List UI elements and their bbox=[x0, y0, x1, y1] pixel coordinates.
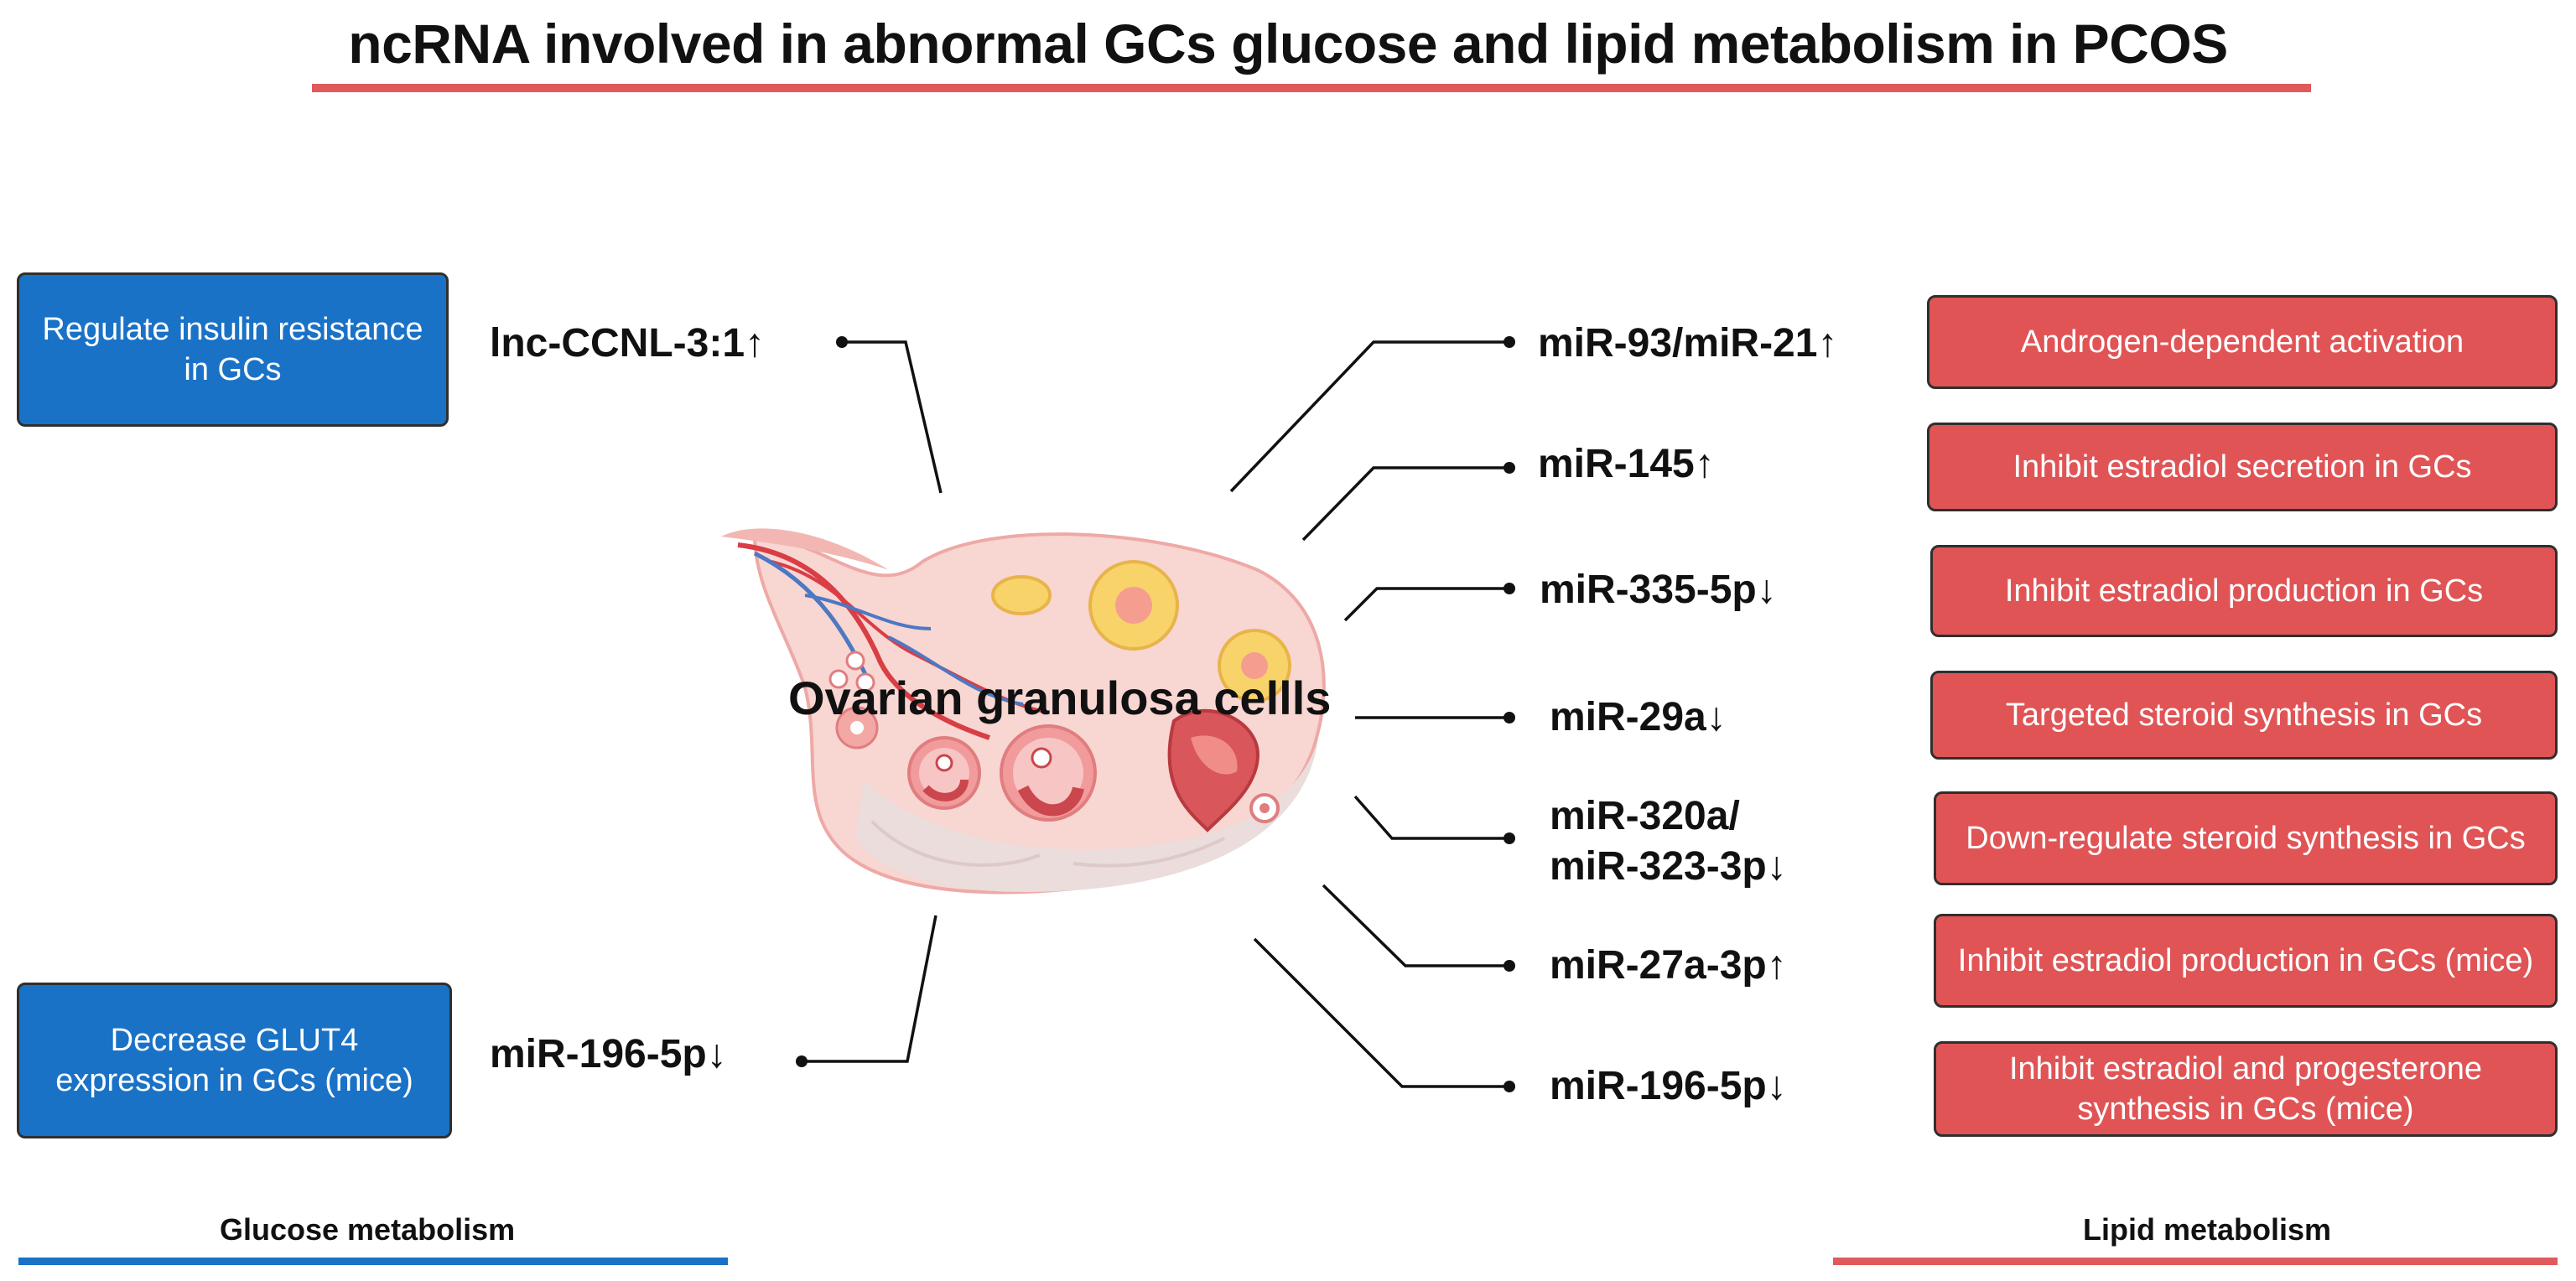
footer-glucose-metabolism: Glucose metabolism bbox=[220, 1212, 516, 1247]
connector-left-bottom bbox=[802, 915, 937, 1063]
ovary-illustration bbox=[721, 528, 1326, 895]
connector-right-2 bbox=[1301, 466, 1509, 542]
box-inhibit-estradiol-secretion: Inhibit estradiol secretion in GCs bbox=[1927, 423, 2558, 511]
connector-dot bbox=[1504, 712, 1515, 723]
connector-left-top bbox=[842, 340, 943, 494]
label-lnc-ccnl-3-1: lnc-CCNL-3:1↑ bbox=[490, 321, 766, 366]
connector-dot bbox=[1504, 583, 1515, 594]
connector-right-5 bbox=[1353, 795, 1509, 840]
box-inhibit-estradiol-progesterone: Inhibit estradiol and progesterone synth… bbox=[1934, 1041, 2558, 1137]
label-mir-145: miR-145↑ bbox=[1538, 442, 1715, 486]
label-mir-335-5p: miR-335-5p↓ bbox=[1540, 568, 1777, 612]
corpus-luteum-large bbox=[1088, 560, 1179, 651]
box-androgen-dependent-activation: Androgen-dependent activation bbox=[1927, 295, 2558, 389]
box-targeted-steroid-synthesis: Targeted steroid synthesis in GCs bbox=[1930, 671, 2558, 760]
connector-right-6 bbox=[1322, 884, 1509, 967]
corpus-luteum-right bbox=[1218, 629, 1291, 703]
label-mir-27a-3p: miR-27a-3p↑ bbox=[1550, 943, 1787, 988]
antral-follicle bbox=[907, 736, 981, 810]
connector-right-1 bbox=[1229, 340, 1509, 493]
lipid-underline bbox=[1833, 1258, 2558, 1265]
box-inhibit-estradiol-production-mice: Inhibit estradiol production in GCs (mic… bbox=[1934, 914, 2558, 1008]
box-regulate-insulin-resistance: Regulate insulin resistance in GCs bbox=[17, 272, 449, 427]
connector-dot bbox=[1504, 960, 1515, 972]
glucose-underline bbox=[18, 1258, 728, 1265]
box-decrease-glut4: Decrease GLUT4 expression in GCs (mice) bbox=[17, 983, 452, 1138]
ovulating-follicle bbox=[1167, 708, 1280, 832]
connector-dot bbox=[796, 1055, 808, 1067]
ovarian-granulosa-cells-label: Ovarian granulosa cellls bbox=[788, 672, 1332, 724]
label-mir-93-mir-21: miR-93/miR-21↑ bbox=[1538, 321, 1838, 366]
connector-right-3 bbox=[1343, 587, 1509, 622]
connector-right-7 bbox=[1253, 937, 1509, 1088]
label-mir-196-5p-left: miR-196-5p↓ bbox=[490, 1032, 727, 1076]
box-down-regulate-steroid-synthesis: Down-regulate steroid synthesis in GCs bbox=[1934, 791, 2558, 885]
connector-dot bbox=[1504, 1081, 1515, 1092]
title-underline bbox=[312, 84, 2311, 92]
connector-dot bbox=[1504, 336, 1515, 348]
box-inhibit-estradiol-production: Inhibit estradiol production in GCs bbox=[1930, 545, 2558, 637]
footer-lipid-metabolism: Lipid metabolism bbox=[2083, 1212, 2332, 1247]
mature-follicle bbox=[1000, 724, 1097, 822]
connector-dot bbox=[1504, 462, 1515, 474]
page-title: ncRNA involved in abnormal GCs glucose a… bbox=[348, 13, 2228, 75]
label-mir-196-5p-right: miR-196-5p↓ bbox=[1550, 1064, 1787, 1108]
corpus-albicans bbox=[991, 575, 1052, 615]
label-mir-320a-mir-323-3p: miR-320a/ miR-323-3p↓ bbox=[1550, 794, 1787, 889]
connector-dot bbox=[836, 336, 848, 348]
connector-dot bbox=[1504, 832, 1515, 844]
label-mir-29a: miR-29a↓ bbox=[1550, 695, 1727, 739]
